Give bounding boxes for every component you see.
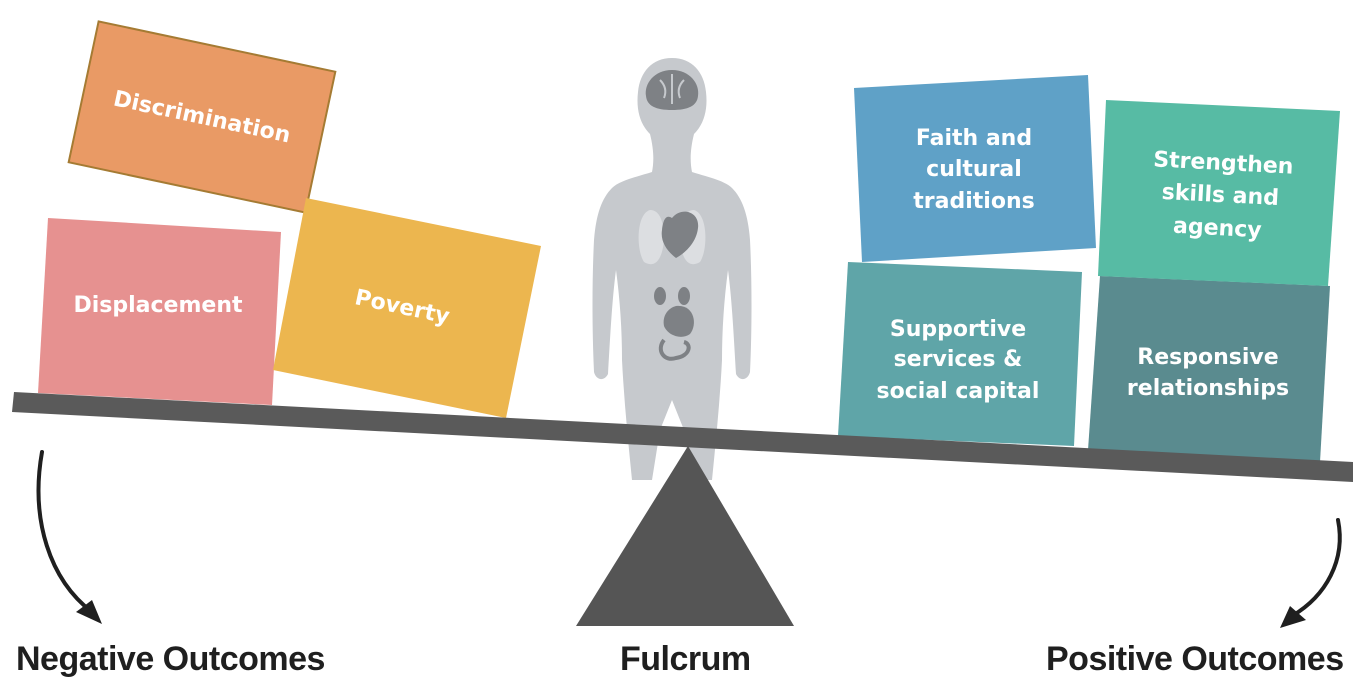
positive-arrow-icon xyxy=(1280,518,1342,628)
negative-outcomes-label: Negative Outcomes xyxy=(16,640,325,678)
label-responsive-1: Responsive xyxy=(1137,345,1278,370)
positive-outcomes-label: Positive Outcomes xyxy=(1046,640,1344,678)
label-faith-3: traditions xyxy=(913,189,1034,214)
box-responsive: Responsive relationships xyxy=(1088,276,1330,462)
label-faith-2: cultural xyxy=(926,157,1022,182)
label-responsive-2: relationships xyxy=(1127,376,1289,401)
label-supportive-3: social capital xyxy=(877,379,1040,404)
fulcrum-label: Fulcrum xyxy=(620,640,751,678)
label-supportive-1: Supportive xyxy=(890,317,1026,342)
human-figure-icon xyxy=(592,58,752,480)
box-faith: Faith and cultural traditions xyxy=(854,75,1096,262)
label-strengthen-2: skills and xyxy=(1161,180,1280,211)
fulcrum-triangle xyxy=(576,446,794,626)
label-supportive-2: services & xyxy=(894,347,1023,372)
negative-arrow-icon xyxy=(36,450,102,624)
box-supportive: Supportive services & social capital xyxy=(838,262,1082,446)
box-strengthen: Strengthen skills and agency xyxy=(1098,100,1340,286)
label-displacement: Displacement xyxy=(73,293,243,318)
box-poverty: Poverty xyxy=(273,198,541,418)
seesaw-beam xyxy=(12,392,1353,482)
box-displacement: Displacement xyxy=(38,218,281,405)
label-faith-1: Faith and xyxy=(916,126,1032,151)
box-discrimination: Discrimination xyxy=(67,20,337,214)
label-strengthen-3: agency xyxy=(1172,214,1262,244)
